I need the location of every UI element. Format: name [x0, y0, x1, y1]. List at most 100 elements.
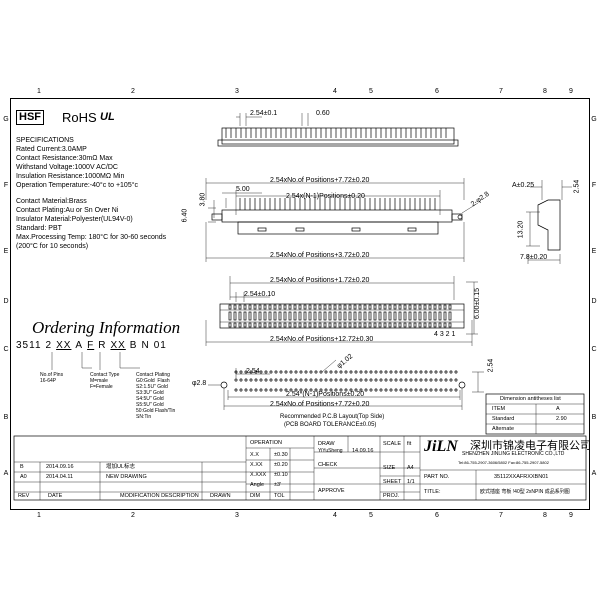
dim-pcb-dia: φ2.8	[192, 380, 207, 387]
detail-pin	[323, 304, 327, 310]
detail-pin	[338, 322, 342, 328]
pcb-hole	[359, 370, 363, 374]
detail-pin	[313, 311, 317, 321]
pcb-hole	[379, 370, 383, 374]
pcb-hole	[454, 370, 458, 374]
detail-pin	[243, 322, 247, 328]
detail-pin	[293, 322, 297, 328]
row-letter-right-F: F	[591, 182, 597, 189]
pcb-hole	[444, 388, 448, 392]
column-number-7: 7	[499, 88, 503, 95]
dim-pcb-side: 2.54	[487, 358, 495, 373]
part-no-value: 35112XXAFRXXBN01	[494, 474, 549, 480]
pcb-hole	[354, 378, 358, 382]
detail-pin	[413, 322, 417, 328]
column-number-bottom-4: 4	[333, 512, 337, 519]
detail-pin	[273, 322, 277, 328]
revision-description: 增加UL标志	[106, 464, 136, 470]
pcb-hole	[379, 388, 383, 392]
dim-side-78: 7.8±0.20	[520, 254, 548, 261]
pcb-hole	[294, 388, 298, 392]
pcb-hole	[334, 388, 338, 392]
pcb-hole	[324, 370, 328, 374]
pcb-hole	[379, 378, 383, 382]
drawer-name: YiYuSheng	[318, 448, 343, 454]
ul-logo: UL	[100, 111, 115, 123]
detail-pin	[418, 322, 422, 328]
pcb-hole	[274, 370, 278, 374]
detail-pin	[268, 322, 272, 328]
pcb-hole	[314, 378, 318, 382]
detail-pin	[328, 311, 332, 321]
detail-pin	[363, 311, 367, 321]
spec-line: Contact Resistance:30mΩ Max	[16, 155, 113, 162]
pcb-hole	[294, 378, 298, 382]
pcb-hole	[309, 378, 313, 382]
pcb-hole	[259, 378, 263, 382]
detail-pin	[348, 304, 352, 310]
detail-pin	[308, 322, 312, 328]
material-line: Contact Material:Brass	[16, 198, 87, 205]
dim-table-value: 2.90	[556, 416, 567, 422]
detail-pin	[423, 304, 427, 310]
detail-pin	[353, 304, 357, 310]
pcb-hole	[424, 388, 428, 392]
dim-table-item: Alternate	[492, 426, 515, 432]
detail-pin	[273, 311, 277, 321]
pcb-hole	[329, 388, 333, 392]
detail-pin	[248, 322, 252, 328]
tolerance-value: ±0.30	[274, 452, 288, 458]
detail-pin	[338, 304, 342, 310]
tolerance-dim: X.X	[250, 452, 259, 458]
detail-pin	[318, 311, 322, 321]
detail-pin	[283, 311, 287, 321]
pcb-hole	[254, 370, 258, 374]
material-line: (200°C for 10 seconds)	[16, 243, 89, 250]
operation-label: OPERATION	[250, 440, 282, 446]
pcb-hole	[359, 378, 363, 382]
pcb-hole	[319, 388, 323, 392]
pcb-hole	[309, 370, 313, 374]
detail-pin	[328, 322, 332, 328]
detail-pin	[318, 322, 322, 328]
tolerance-dim: Angle	[250, 482, 265, 488]
pcb-hole	[239, 378, 243, 382]
tol-label: TOL	[274, 493, 285, 499]
column-number-3: 3	[235, 88, 239, 95]
spec-line: Operation Temperature:-40°c to +105°c	[16, 182, 139, 189]
column-number-6: 6	[435, 88, 439, 95]
detail-pin	[303, 311, 307, 321]
pcb-hole	[399, 378, 403, 382]
spec-line: Withstand Voltage:1000V AC/DC	[16, 164, 118, 171]
revision-description: NEW DRAWING	[106, 474, 147, 480]
detail-pin	[388, 304, 392, 310]
detail-pin	[243, 311, 247, 321]
company-logo: JiLN	[424, 438, 458, 455]
dim-pcb-pitch: 2.54	[246, 368, 260, 375]
detail-pin	[298, 322, 302, 328]
detail-pin	[443, 322, 447, 328]
ordering-title: Ordering Information	[32, 318, 181, 337]
pcb-hole	[344, 370, 348, 374]
draw-label: DRAW	[318, 441, 335, 447]
tolerance-value: ±0.20	[274, 462, 288, 468]
detail-pin	[283, 322, 287, 328]
pcb-hole	[449, 388, 453, 392]
pcb-hole	[349, 378, 353, 382]
pcb-hole	[279, 378, 283, 382]
dim-top-pitch: 2.54±0.1	[250, 110, 278, 117]
pcb-hole	[324, 388, 328, 392]
pcb-hole	[274, 388, 278, 392]
dim-front-500: 5.00	[236, 186, 250, 193]
detail-pin	[333, 311, 337, 321]
pcb-hole	[304, 370, 308, 374]
detail-pin	[243, 304, 247, 310]
pcb-hole	[454, 388, 458, 392]
detail-pin	[428, 311, 432, 321]
pcb-hole	[314, 370, 318, 374]
pcb-hole	[364, 370, 368, 374]
pcb-hole	[254, 388, 258, 392]
rohs-logo: RoHS	[62, 110, 97, 125]
check-label: CHECK	[318, 462, 338, 468]
